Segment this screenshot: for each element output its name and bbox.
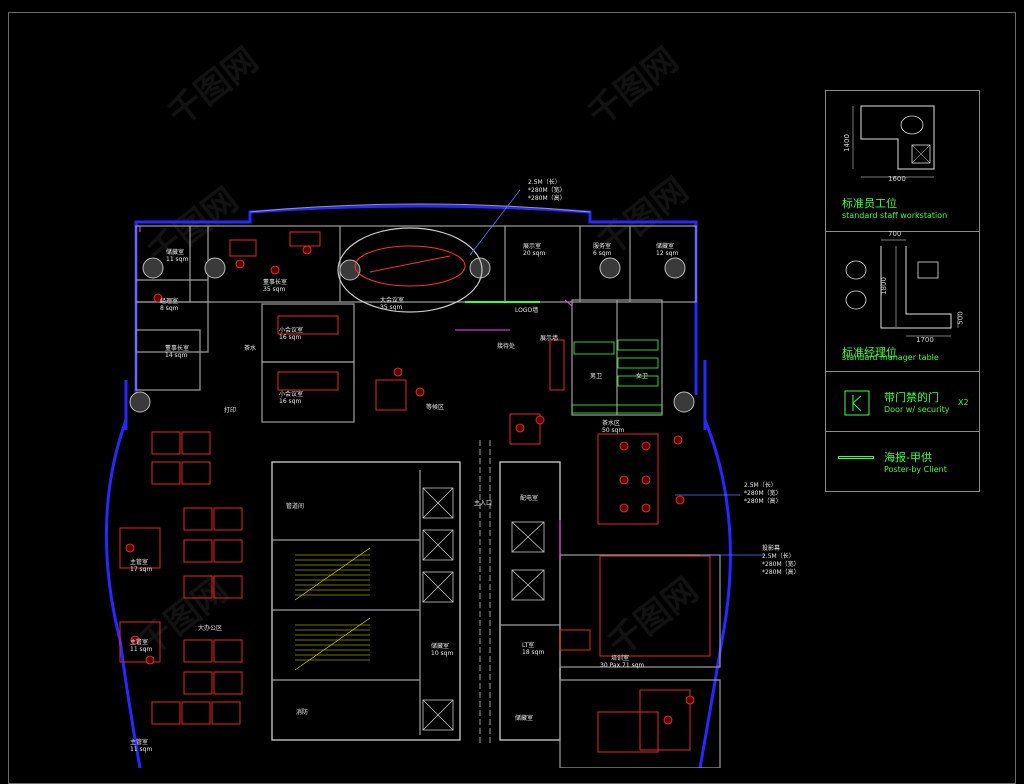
svg-text:2.5M（长）: 2.5M（长） xyxy=(528,178,561,186)
label-logo: LOGO墙 xyxy=(515,306,538,314)
room-area: 11 sqm xyxy=(166,256,188,263)
manager-subtitle: standard manager table xyxy=(842,353,939,362)
label-male-wc: 男卫 xyxy=(590,373,602,380)
room-area: 10 sqm xyxy=(431,650,453,657)
room-area: 30 Pax 71 sqm xyxy=(600,662,645,669)
label-elec: 配电室 xyxy=(520,494,538,502)
room-labels: 储藏室 11 sqm 董事长室 35 sqm 大会议室 35 sqm 展示室 2… xyxy=(130,242,678,753)
manager-table-icon xyxy=(845,239,959,337)
staff-dim-h: 1400 xyxy=(842,134,851,152)
toilet-fixtures xyxy=(571,339,663,414)
room-name: 主管室 xyxy=(130,738,148,746)
callout-2: 2.5M（长） *280M（宽） *280M（高） xyxy=(744,481,782,505)
room-name: 储藏室 xyxy=(656,242,674,250)
room-area: 18 sqm xyxy=(522,649,544,656)
chairs xyxy=(125,245,695,725)
svg-text:2.5M（长）: 2.5M（长） xyxy=(744,481,777,489)
manager-dim-bottom: 1700 xyxy=(916,336,934,344)
room-name: 董事长室 xyxy=(165,344,189,352)
room-name: 经理室 xyxy=(160,297,178,305)
interior-walls xyxy=(135,225,721,768)
svg-text:*280M（宽）: *280M（宽） xyxy=(762,560,800,568)
room-area: 35 sqm xyxy=(380,304,402,311)
room-name: 大会议室 xyxy=(380,296,404,304)
security-door-icon xyxy=(844,390,870,416)
svg-text:*280M（宽）: *280M（宽） xyxy=(528,186,566,194)
staff-title: 标准员工位 xyxy=(842,197,897,210)
legend-panel: 1400 1600 标准员工位 standard staff workstati… xyxy=(825,90,980,492)
room-area: 11 sqm xyxy=(130,646,152,653)
legend-staff: 1400 1600 标准员工位 standard staff workstati… xyxy=(826,91,979,231)
staff-subtitle: standard staff workstation xyxy=(842,211,948,220)
svg-text:*280M（高）: *280M（高） xyxy=(762,568,800,576)
room-area: 12 sqm xyxy=(656,250,678,257)
room-name: 董事长室 xyxy=(263,278,287,286)
furniture xyxy=(119,231,711,753)
label-display-wall: 展示墙 xyxy=(540,334,558,342)
svg-text:*280M（高）: *280M（高） xyxy=(744,497,782,505)
room-name: 小会议室 xyxy=(279,326,303,334)
legend-door: 带门禁的门 Door w/ security X2 xyxy=(826,371,979,432)
room-name: 茶水区 xyxy=(602,419,620,427)
room-name: 展示室 xyxy=(523,242,541,250)
room-name: 小会议室 xyxy=(279,390,303,398)
room-area: 17 sqm xyxy=(130,566,152,573)
door-qty: X2 xyxy=(958,398,969,407)
svg-text:2.5M（长）: 2.5M（长） xyxy=(762,552,795,560)
poster-line-icon xyxy=(838,456,874,459)
room-name: 服务室 xyxy=(593,242,611,250)
label-open-office: 大办公区 xyxy=(198,624,222,632)
label-tea: 茶水 xyxy=(244,344,256,352)
room-name: 储藏室 xyxy=(166,248,184,256)
room-area: 50 sqm xyxy=(602,427,624,434)
room-area: 16 sqm xyxy=(279,334,301,341)
door-subtitle: Door w/ security xyxy=(884,405,950,414)
legend-poster: 海报-甲供 Poster-by Client xyxy=(826,431,979,492)
door-title: 带门禁的门 xyxy=(884,391,939,404)
label-female-wc: 女卫 xyxy=(636,372,648,380)
svg-text:*280M（高）: *280M（高） xyxy=(528,194,566,202)
callout-1: 2.5M（长） *280M（宽） *280M（高） xyxy=(528,178,566,202)
label-print: 打印 xyxy=(224,406,236,414)
staff-workstation-icon xyxy=(852,105,935,178)
columns xyxy=(129,257,695,413)
label-storage: 储藏室 xyxy=(515,714,533,722)
room-name: 主管室 xyxy=(130,558,148,566)
room-name: 主管室 xyxy=(130,638,148,646)
room-area: 6 sqm xyxy=(593,250,612,257)
outer-walls xyxy=(104,204,732,768)
room-area: 11 sqm xyxy=(130,746,152,753)
room-name: 培训室 xyxy=(611,654,629,662)
stairs xyxy=(294,547,371,671)
label-main-entry: 主入口 xyxy=(474,499,492,507)
label-waiting: 等候区 xyxy=(426,403,444,411)
poster-title: 海报-甲供 xyxy=(884,451,932,464)
room-name: 储藏室 xyxy=(431,642,449,650)
callout-leaders xyxy=(469,189,765,556)
label-reception: 接待处 xyxy=(497,342,515,350)
room-area: 8 sqm xyxy=(160,305,179,312)
callout-3: 投影幕 2.5M（长） *280M（宽） *280M（高） xyxy=(762,544,800,576)
legend-manager: 700 1800 1700 500 标准经理位 xyxy=(826,230,979,364)
room-name: LT室 xyxy=(522,641,534,649)
poster-subtitle: Poster-by Client xyxy=(884,465,947,474)
conference-room xyxy=(337,227,483,313)
bay-outline xyxy=(249,203,591,213)
label-pipe: 管道间 xyxy=(286,502,304,510)
room-area: 20 sqm xyxy=(523,250,545,257)
manager-dim-right: 500 xyxy=(956,311,965,325)
floor-plan: 2.5M（长） *280M（宽） *280M（高） 2.5M（长） *280M（… xyxy=(104,178,800,768)
svg-text:投影幕: 投影幕 xyxy=(762,544,780,552)
manager-dim-mid: 1800 xyxy=(879,277,888,295)
svg-text:*280M（宽）: *280M（宽） xyxy=(744,489,782,497)
manager-dim-top: 700 xyxy=(888,230,902,238)
staff-dim-w: 1600 xyxy=(888,175,906,183)
room-area: 16 sqm xyxy=(279,398,301,405)
accents xyxy=(139,226,573,560)
core-details xyxy=(422,440,545,745)
room-area: 35 sqm xyxy=(263,286,285,293)
manager-title: 标准经理位 xyxy=(842,346,897,359)
label-fire: 消防 xyxy=(296,708,308,716)
room-area: 14 sqm xyxy=(165,352,187,359)
